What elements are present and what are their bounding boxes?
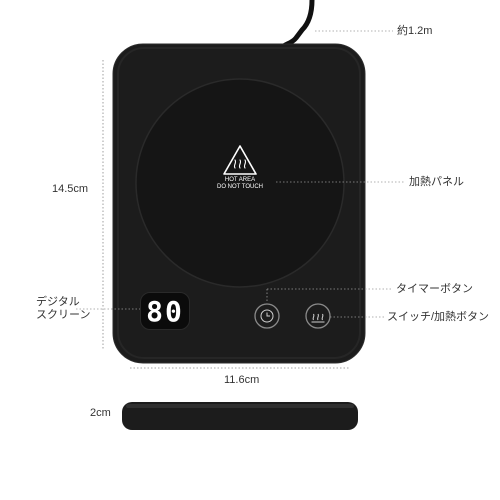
switch-heat-button-label: スイッチ/加熱ボタン xyxy=(387,311,490,323)
temperature-readout: 80 xyxy=(146,294,184,328)
heating-panel xyxy=(135,78,345,288)
thickness-label: 2cm xyxy=(90,407,111,419)
power-cable xyxy=(281,0,315,49)
timer-button-label: タイマーボタン xyxy=(396,283,473,295)
device-side-view xyxy=(122,402,358,430)
timer-button[interactable] xyxy=(254,303,280,329)
hot-area-title: HOT AREA xyxy=(224,177,256,183)
digital-display: 80 xyxy=(140,292,190,330)
cable-length-label: 約1.2m xyxy=(397,25,433,37)
width-label: 11.6cm xyxy=(224,374,260,386)
switch-heat-button[interactable] xyxy=(305,303,331,329)
height-label: 14.5cm xyxy=(52,183,89,195)
side-view-highlight xyxy=(126,404,354,408)
heat-waves-icon xyxy=(311,313,325,323)
clock-icon xyxy=(260,309,274,323)
hot-area-subtitle: DO NOT TOUCH xyxy=(216,184,263,190)
heating-panel-label: 加熱パネル xyxy=(409,176,464,188)
device-body-highlight xyxy=(117,47,361,359)
digital-screen-label: デジタル スクリーン xyxy=(36,296,91,321)
heat-warning-triangle-icon xyxy=(223,145,257,175)
